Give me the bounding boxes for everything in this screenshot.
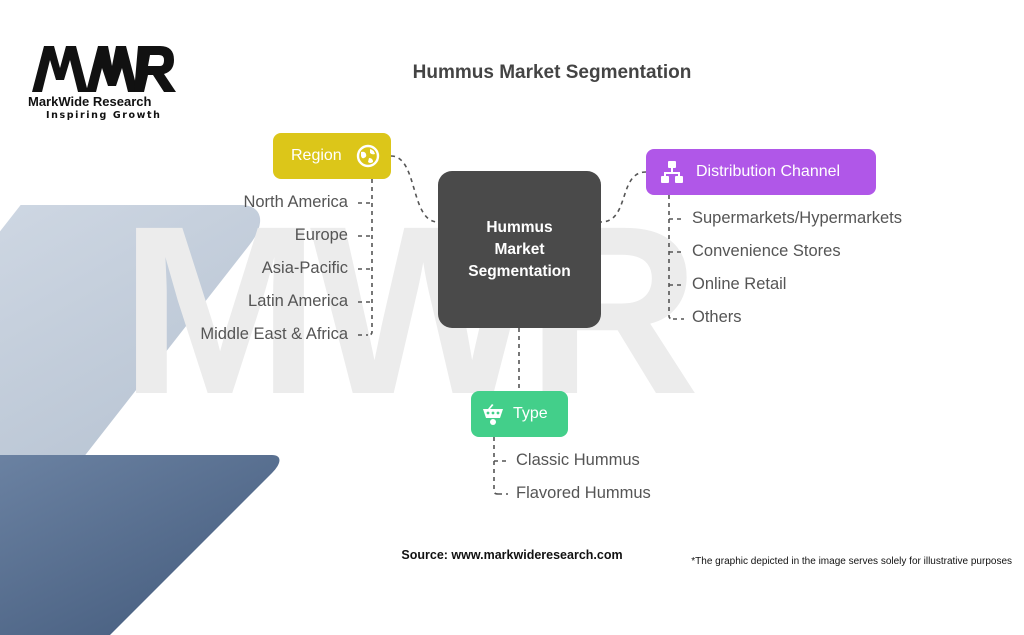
brand-tagline: Inspiring Growth — [46, 110, 162, 121]
region-item-europe: Europe — [294, 226, 348, 244]
basket-icon — [481, 402, 505, 426]
source-credit: Source: www.markwideresearch.com — [401, 548, 623, 562]
center-node: Hummus Market Segmentation — [438, 171, 601, 328]
region-item-asia-pacific: Asia-Pacific — [261, 259, 348, 277]
page-title: Hummus Market Segmentation — [412, 62, 692, 83]
connector-type-trunk — [493, 437, 499, 495]
brand-name: MarkWide Research — [28, 94, 152, 109]
watermark-logo: MWR — [120, 176, 700, 444]
connector-region-trunk — [367, 179, 373, 336]
connector-lines — [358, 155, 684, 495]
connector-distribution-center — [600, 171, 647, 223]
distribution-item-online: Online Retail — [692, 275, 787, 293]
region-item-north-america: North America — [243, 193, 348, 211]
connector-distribution-trunk — [668, 195, 674, 320]
type-item-classic: Classic Hummus — [516, 451, 640, 469]
logo-mark-icon — [32, 46, 176, 92]
region-item-latin-america: Latin America — [248, 292, 348, 310]
distribution-item-convenience: Convenience Stores — [692, 242, 841, 260]
center-label: Hummus Market Segmentation — [468, 218, 571, 280]
brand-logo: MarkWide Research Inspiring Growth — [28, 44, 188, 121]
disclaimer-note: *The graphic depicted in the image serve… — [691, 556, 1012, 567]
type-label: Type — [513, 405, 548, 422]
distribution-label: Distribution Channel — [696, 163, 841, 180]
network-icon — [660, 160, 684, 184]
connector-region-center — [390, 155, 439, 223]
globe-icon — [356, 144, 380, 168]
region-node: Region — [273, 133, 391, 179]
distribution-node: Distribution Channel — [646, 149, 876, 195]
distribution-item-supermarkets: Supermarkets/Hypermarkets — [692, 209, 902, 227]
type-node: Type — [471, 391, 568, 437]
type-item-flavored: Flavored Hummus — [516, 484, 651, 502]
region-item-middle-east-africa: Middle East & Africa — [200, 325, 348, 343]
distribution-item-others: Others — [692, 308, 742, 326]
region-label: Region — [291, 147, 342, 164]
